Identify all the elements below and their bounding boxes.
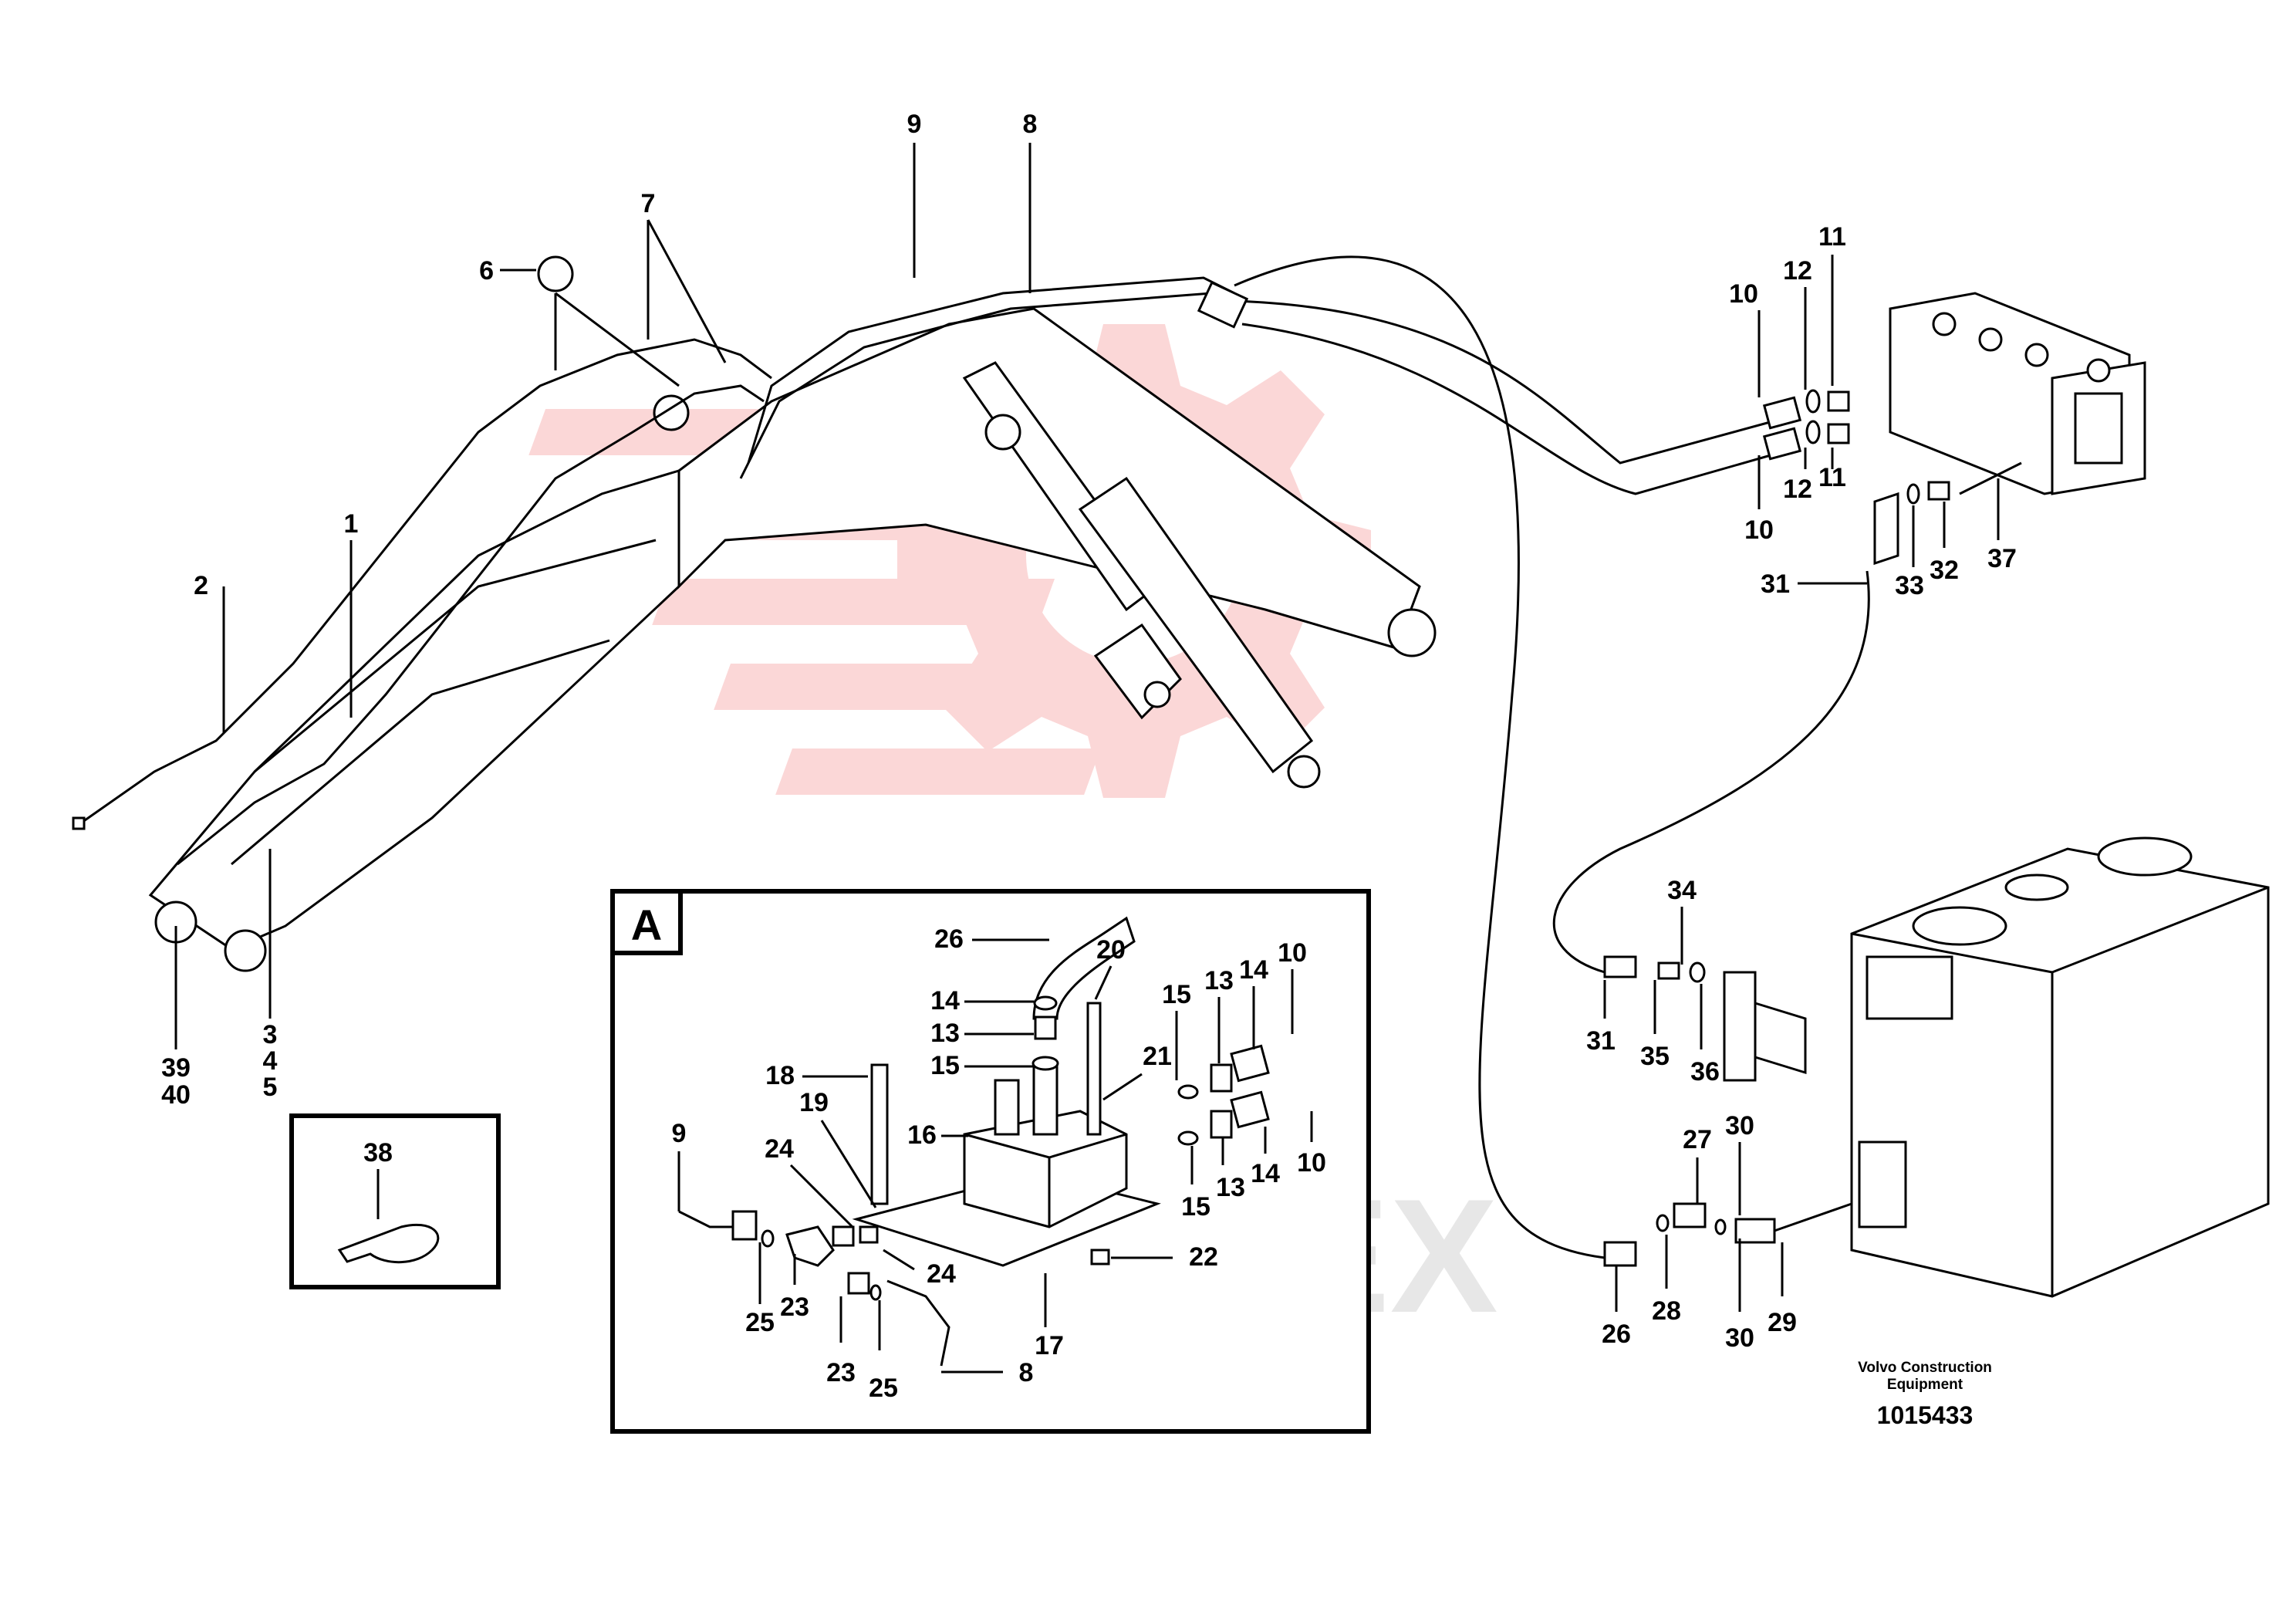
detail-callout-16: 16 (907, 1120, 937, 1150)
detail-callout-15-mid: 15 (1162, 980, 1191, 1009)
detail-callout-21: 21 (1143, 1042, 1172, 1071)
detail-callout-23-right: 23 (826, 1358, 856, 1387)
caption-line2: Equipment (1887, 1377, 1963, 1393)
callout-32: 32 (1930, 556, 1959, 585)
callout-11-top: 11 (1818, 222, 1846, 252)
callout-34: 34 (1667, 876, 1697, 905)
callout-40: 40 (161, 1080, 191, 1110)
detail-callout-13-bottom: 13 (1216, 1173, 1245, 1202)
callout-28: 28 (1652, 1296, 1681, 1326)
detail-callout-13-mid: 13 (1204, 966, 1234, 995)
detail-callout-9: 9 (672, 1119, 687, 1148)
callout-4: 4 (263, 1046, 278, 1076)
callout-6: 6 (479, 256, 494, 286)
detail-callout-25-left: 25 (745, 1308, 775, 1337)
caption-line1: Volvo Construction (1858, 1360, 1992, 1376)
boom-cylinder (962, 361, 1321, 789)
caption-block: Volvo Construction Equipment 1015433 (1858, 1360, 1992, 1429)
detail-callout-14-mid: 14 (1239, 955, 1268, 985)
detail-callout-23-left: 23 (780, 1293, 809, 1322)
boom-hoses (72, 255, 1870, 1259)
callout-8: 8 (1023, 110, 1038, 139)
callout-30-bottom: 30 (1725, 1323, 1754, 1353)
callout-12-bottom: 12 (1783, 475, 1812, 504)
callout-38: 38 (363, 1138, 393, 1168)
callout-1: 1 (344, 509, 359, 539)
detail-callout-22: 22 (1189, 1242, 1218, 1272)
tank-callouts: 34 31 35 36 27 30 26 28 30 29 (1586, 876, 1797, 1353)
callout-10-bottom: 10 (1744, 515, 1774, 545)
detail-callout-14-top: 14 (930, 986, 960, 1015)
callout-33: 33 (1895, 571, 1924, 600)
callout-26: 26 (1602, 1320, 1631, 1349)
detail-callout-15-bottom: 15 (1181, 1192, 1210, 1222)
detail-callout-18: 18 (765, 1061, 795, 1090)
inset-38: 38 (289, 1113, 501, 1289)
cable-tie-icon (337, 1223, 440, 1264)
callout-11-bottom: 11 (1818, 463, 1846, 492)
detail-callout-26: 26 (934, 924, 964, 954)
detail-callout-25-right: 25 (869, 1374, 898, 1403)
tank-fittings (1603, 955, 1852, 1267)
control-valve-block (1889, 292, 2146, 495)
detail-callout-17: 17 (1035, 1331, 1064, 1360)
detail-callout-13-top: 13 (930, 1019, 960, 1048)
callout-12-top: 12 (1783, 256, 1812, 286)
callout-27: 27 (1683, 1125, 1712, 1154)
detail-callout-8: 8 (1019, 1358, 1034, 1387)
callout-30-top: 30 (1725, 1111, 1754, 1140)
hydraulic-tank (1723, 836, 2270, 1298)
detail-callout-24-top: 24 (765, 1134, 794, 1164)
detail-callout-14-bottom: 14 (1251, 1159, 1280, 1188)
callout-31-bottom: 31 (1586, 1026, 1616, 1056)
detail-callout-20: 20 (1096, 935, 1126, 965)
valve-callouts: 11 12 10 10 12 11 31 33 32 37 (1729, 222, 2017, 600)
callout-39: 39 (161, 1053, 191, 1083)
caption-number: 1015433 (1877, 1401, 1974, 1429)
callout-31-top: 31 (1761, 569, 1790, 599)
detail-callout-10-top: 10 (1278, 938, 1307, 968)
detail-callout-24-bottom: 24 (927, 1259, 956, 1289)
valve-fittings (1762, 389, 2022, 566)
detail-view-letter: A (631, 901, 662, 949)
detail-callout-15-top: 15 (930, 1051, 960, 1080)
detail-callout-10-bottom: 10 (1297, 1148, 1326, 1178)
callout-36: 36 (1690, 1057, 1720, 1086)
callout-7: 7 (641, 189, 656, 218)
callout-5: 5 (263, 1073, 278, 1102)
detail-view-a: A 26 20 14 13 (610, 889, 1371, 1434)
main-callouts: 2 1 6 7 9 8 39 40 3 4 5 (161, 110, 1037, 1110)
callout-10-top: 10 (1729, 279, 1758, 309)
callout-9: 9 (907, 110, 922, 139)
callout-35: 35 (1640, 1042, 1670, 1071)
callout-2: 2 (194, 571, 208, 600)
callout-37: 37 (1987, 544, 2017, 573)
callout-29: 29 (1768, 1308, 1797, 1337)
callout-3: 3 (263, 1020, 278, 1049)
detail-callout-19: 19 (799, 1088, 829, 1117)
